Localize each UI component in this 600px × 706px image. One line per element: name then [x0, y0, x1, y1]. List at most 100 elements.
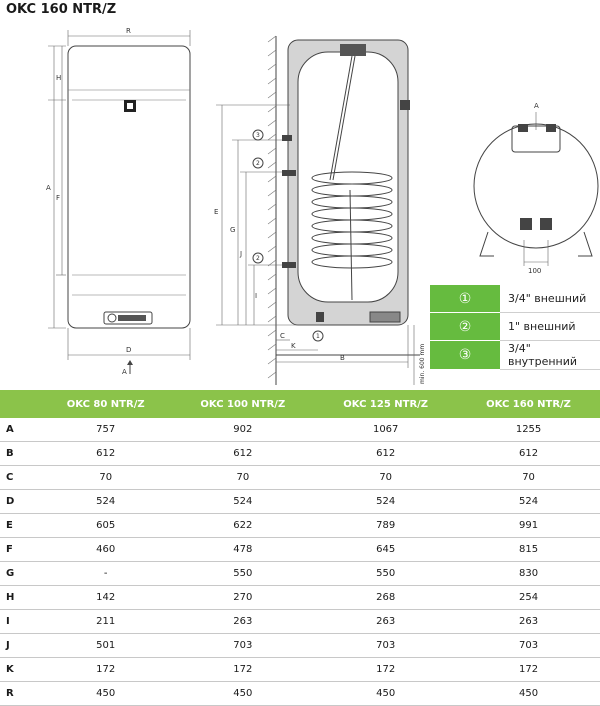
- table-cell: -: [40, 561, 172, 586]
- table-cell: 830: [457, 561, 600, 586]
- legend-symbol: ②: [430, 312, 500, 341]
- table-header-row: OKC 80 NTR/Z OKC 100 NTR/Z OKC 125 NTR/Z…: [0, 390, 600, 418]
- table-cell: 70: [171, 465, 315, 490]
- label-a: A: [46, 184, 51, 192]
- row-label: E: [0, 513, 40, 538]
- row-label: K: [0, 657, 40, 682]
- table-header: OKC 160 NTR/Z: [457, 390, 600, 418]
- table-cell: 211: [40, 609, 172, 634]
- table-cell: 270: [171, 585, 315, 610]
- table-cell: 478: [171, 537, 315, 562]
- table-cell: 789: [314, 513, 458, 538]
- table-cell: 757: [40, 418, 172, 442]
- table-cell: 703: [314, 633, 458, 658]
- label-min-600: min. 600 mm: [419, 344, 426, 384]
- label-g: G: [230, 226, 235, 234]
- front-view: R H F A D A: [46, 27, 191, 376]
- label-top-a: A: [534, 102, 539, 110]
- table-cell: 263: [457, 609, 600, 634]
- top-view: A 100: [473, 102, 599, 275]
- table-cell: 450: [457, 681, 600, 706]
- table-header: OKC 80 NTR/Z: [40, 390, 172, 418]
- table-header: [0, 390, 40, 418]
- label-h: H: [56, 74, 61, 82]
- table-cell: 612: [457, 441, 600, 466]
- label-c: C: [280, 332, 285, 340]
- table-cell: 1255: [457, 418, 600, 442]
- table-cell: 815: [457, 537, 600, 562]
- table-cell: 450: [314, 681, 458, 706]
- table-cell: 263: [314, 609, 458, 634]
- table-header: OKC 100 NTR/Z: [171, 390, 315, 418]
- label-i: I: [255, 292, 257, 300]
- table-cell: 703: [457, 633, 600, 658]
- technical-drawing: R H F A D A: [46, 27, 599, 385]
- row-label: G: [0, 561, 40, 586]
- table-cell: 70: [40, 465, 172, 490]
- table-cell: 460: [40, 537, 172, 562]
- table-cell: 70: [457, 465, 600, 490]
- page-title: OKC 160 NTR/Z: [6, 2, 117, 17]
- marker-2-top: 2: [256, 160, 260, 167]
- table-cell: 450: [171, 681, 315, 706]
- table-cell: 612: [314, 441, 458, 466]
- table-cell: 991: [457, 513, 600, 538]
- label-view-a: A: [122, 368, 127, 376]
- legend-symbol: ①: [430, 285, 500, 313]
- dimensions-table: OKC 80 NTR/Z OKC 100 NTR/Z OKC 125 NTR/Z…: [0, 390, 600, 706]
- legend-row: ① 3/4" внешний: [430, 285, 600, 313]
- table-header: OKC 125 NTR/Z: [314, 390, 458, 418]
- legend-row: ③ 3/4" внутренний: [430, 340, 600, 370]
- table-cell: 254: [457, 585, 600, 610]
- table-cell: 142: [40, 585, 172, 610]
- legend-symbol: ③: [430, 340, 500, 370]
- table-cell: 902: [171, 418, 315, 442]
- table-cell: 172: [171, 657, 315, 682]
- table-cell: 612: [171, 441, 315, 466]
- legend-row: ② 1" внешний: [430, 312, 600, 341]
- row-label: D: [0, 489, 40, 514]
- label-b: B: [340, 354, 345, 362]
- side-view: E G J I 3 2 2 1 C K B min. 600 mm: [214, 35, 426, 385]
- label-d: D: [126, 346, 131, 354]
- table-cell: 703: [171, 633, 315, 658]
- table-cell: 172: [40, 657, 172, 682]
- label-k: K: [291, 342, 296, 350]
- table-cell: 172: [457, 657, 600, 682]
- legend-text: 3/4" внутренний: [500, 340, 600, 370]
- row-label: F: [0, 537, 40, 562]
- table-cell: 268: [314, 585, 458, 610]
- label-e: E: [214, 208, 218, 216]
- row-label: R: [0, 681, 40, 706]
- label-100: 100: [528, 267, 541, 275]
- table-cell: 622: [171, 513, 315, 538]
- table-cell: 524: [314, 489, 458, 514]
- legend-text: 3/4" внешний: [500, 285, 600, 313]
- marker-3: 3: [256, 132, 260, 139]
- row-label: C: [0, 465, 40, 490]
- table-cell: 172: [314, 657, 458, 682]
- heat-exchanger-coil: [311, 171, 393, 269]
- table-cell: 70: [314, 465, 458, 490]
- label-f: F: [56, 194, 60, 202]
- table-cell: 550: [314, 561, 458, 586]
- table-cell: 524: [457, 489, 600, 514]
- table-cell: 524: [171, 489, 315, 514]
- row-label: A: [0, 418, 40, 442]
- table-cell: 450: [40, 681, 172, 706]
- table-cell: 263: [171, 609, 315, 634]
- label-r: R: [126, 27, 131, 35]
- row-label: H: [0, 585, 40, 610]
- marker-2-bottom: 2: [256, 255, 260, 262]
- table-cell: 1067: [314, 418, 458, 442]
- connection-legend: ① 3/4" внешний ② 1" внешний ③ 3/4" внутр…: [430, 285, 600, 370]
